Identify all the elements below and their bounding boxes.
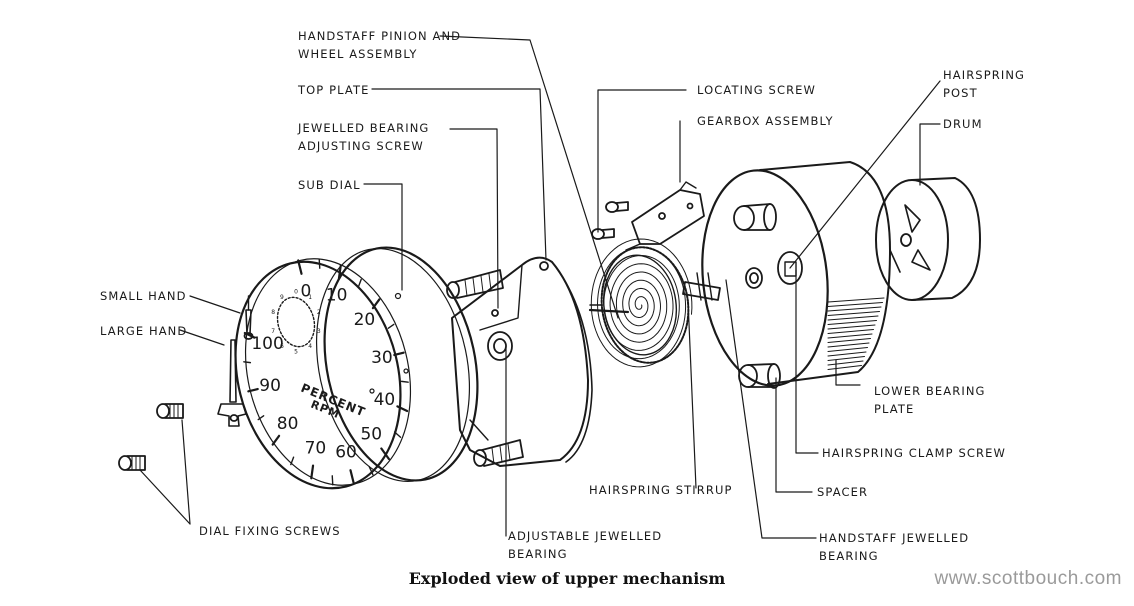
dial-major-tick <box>310 464 315 480</box>
label-hairspring-clamp-screw: HAIRSPRING CLAMP SCREW <box>822 446 1006 460</box>
spacer-upper <box>733 203 777 231</box>
dial-minor-tick <box>257 415 265 421</box>
label-sub-dial: SUB DIAL <box>298 178 361 192</box>
lower-bearing-plate-ribs <box>827 297 885 370</box>
leader-lines <box>139 35 941 539</box>
dial-major-tick <box>380 447 391 461</box>
rib-line <box>827 365 862 370</box>
dial-number: 50 <box>360 425 382 445</box>
drum <box>875 177 981 301</box>
rib-line <box>827 297 885 303</box>
sub-dial-number: 0 <box>294 289 298 296</box>
dial-minor-tick <box>393 431 402 438</box>
dial-major-tick <box>297 259 303 275</box>
rib-line <box>827 360 864 366</box>
rib-line <box>827 302 883 307</box>
sub-dial-number: 3 <box>317 328 321 335</box>
jewelled-bearing-adjusting-screw-upper <box>446 269 504 299</box>
dial-major-tick <box>396 405 409 413</box>
dial-number: 0 <box>301 282 312 302</box>
gearbox-assembly <box>625 181 705 251</box>
label-drum: DRUM <box>943 117 983 131</box>
label-small-hand: SMALL HAND <box>100 289 187 303</box>
label-large-hand: LARGE HAND <box>100 324 188 338</box>
label-spacer: SPACER <box>817 485 869 499</box>
dial-minor-tick <box>290 456 295 466</box>
dial-fixing-screw-upper <box>156 403 184 419</box>
dial-minor-tick <box>331 475 334 486</box>
sub-dial-number: 1 <box>308 294 312 301</box>
watermark: www.scottbouch.com <box>934 568 1122 589</box>
dial-fixing-screw-lower <box>118 455 146 471</box>
locating-screw-lower <box>591 228 615 240</box>
dial-major-tick <box>371 298 381 310</box>
rib-line <box>827 329 874 334</box>
dial-major-tick <box>393 351 405 357</box>
dial-number: 60 <box>335 442 357 462</box>
jewelled-bearing-adjusting-screw-lower <box>473 439 524 467</box>
dial-minor-tick <box>357 278 362 288</box>
small-hand <box>243 295 254 340</box>
sub-dial-number: 9 <box>280 294 284 301</box>
dial-minor-tick <box>368 465 374 476</box>
figure-caption: Exploded view of upper mechanism <box>408 569 726 588</box>
dial-major-tick <box>349 469 355 485</box>
sub-dial-number: 6 <box>280 343 284 350</box>
dial-number: 40 <box>374 390 396 410</box>
dial-major-tick <box>247 387 259 393</box>
top-plate <box>451 256 593 467</box>
rib-line <box>827 306 882 312</box>
dial-major-tick <box>271 434 281 446</box>
dial-number: 20 <box>354 310 376 330</box>
spacer-lower <box>738 363 781 389</box>
dial-number: 70 <box>305 439 327 459</box>
hairspring-stirrup <box>682 272 721 301</box>
rib-line <box>827 338 871 343</box>
hairspring-wheel-assembly <box>588 238 693 368</box>
dial-number: 80 <box>277 414 299 434</box>
dial-minor-tick <box>400 380 409 383</box>
sub-dial-number: 7 <box>271 328 275 335</box>
sub-dial-number: 8 <box>271 309 275 316</box>
rib-line <box>827 333 873 339</box>
sub-dial-number: 4 <box>308 343 312 350</box>
dial-minor-tick <box>318 258 321 269</box>
label-top-plate: TOP PLATE <box>298 83 370 97</box>
label-hairspring-stirrup: HAIRSPRING STIRRUP <box>589 483 733 497</box>
dial-number: 30 <box>371 348 393 368</box>
dial-number: 90 <box>259 376 281 396</box>
locating-screw-upper <box>605 201 629 213</box>
hairspring-spiral <box>590 238 693 368</box>
rib-line <box>827 351 867 357</box>
rib-line <box>827 347 868 352</box>
dial-minor-tick <box>387 323 395 329</box>
rib-line <box>827 315 879 321</box>
rib-line <box>827 311 880 316</box>
dial-minor-tick <box>243 361 252 364</box>
label-gearbox-assembly: GEARBOX ASSEMBLY <box>697 114 834 128</box>
spiral-path <box>590 238 693 368</box>
rib-line <box>827 324 876 330</box>
sub-dial-number: 5 <box>294 349 298 356</box>
sub-dial-marks <box>276 296 316 348</box>
lower-bearing-plate <box>701 161 891 387</box>
label-dial-fixing-screws: DIAL FIXING SCREWS <box>199 524 341 538</box>
large-hand <box>217 339 247 427</box>
sub-dial-disc <box>315 246 479 483</box>
rib-line <box>827 342 870 348</box>
rib-line <box>827 320 877 325</box>
label-locating-screw: LOCATING SCREW <box>697 83 816 97</box>
dial-number: 100 <box>251 334 283 354</box>
rib-line <box>827 356 865 361</box>
